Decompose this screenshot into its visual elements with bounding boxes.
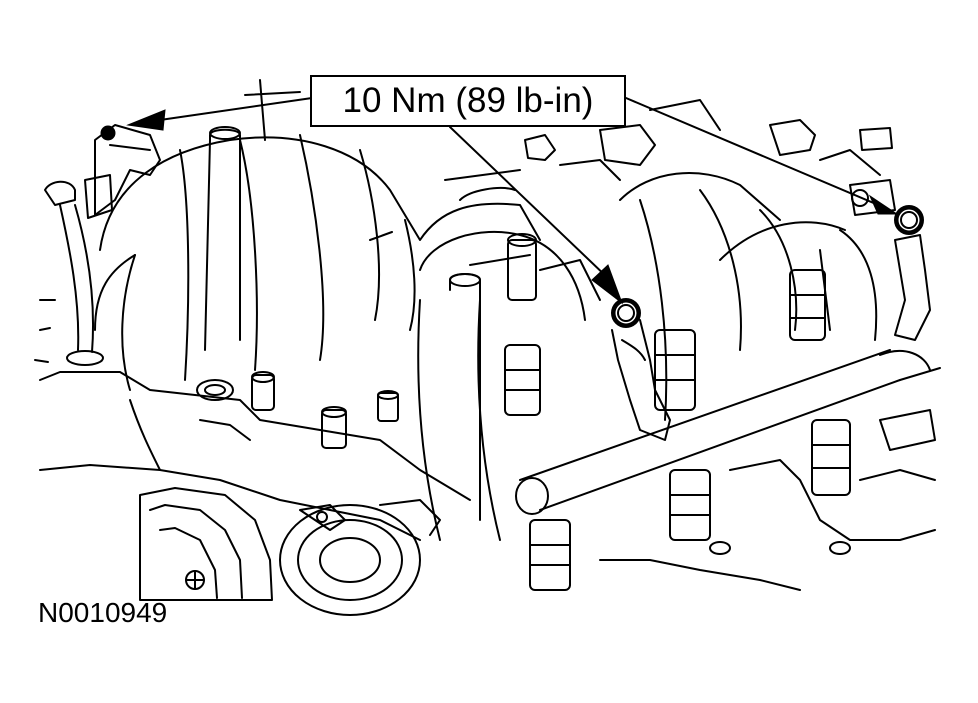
callout-leader-lines [159, 97, 891, 281]
left-manifold-runners [94, 79, 541, 391]
figure-id-label: N0010949 [38, 597, 168, 628]
bolt-right [895, 206, 923, 234]
bolt-left [100, 125, 116, 141]
right-lower-structure [599, 409, 936, 591]
arrowhead-center [591, 264, 624, 305]
left-tube [34, 180, 104, 366]
top-center-fittings [524, 99, 721, 181]
center-runner [417, 231, 601, 541]
center-bracket [611, 298, 671, 441]
arrowhead-right [868, 194, 899, 215]
fuel-rail [515, 349, 941, 515]
right-manifold-runners [619, 172, 878, 421]
bolt-center [612, 299, 640, 327]
arrowhead-left [126, 109, 166, 131]
fuel-injectors [504, 269, 851, 591]
torque-callout-label: 10 Nm (89 lb-in) [310, 75, 626, 127]
throttle-body [139, 487, 441, 616]
right-bracket [769, 119, 931, 341]
lower-manifold [39, 371, 471, 541]
